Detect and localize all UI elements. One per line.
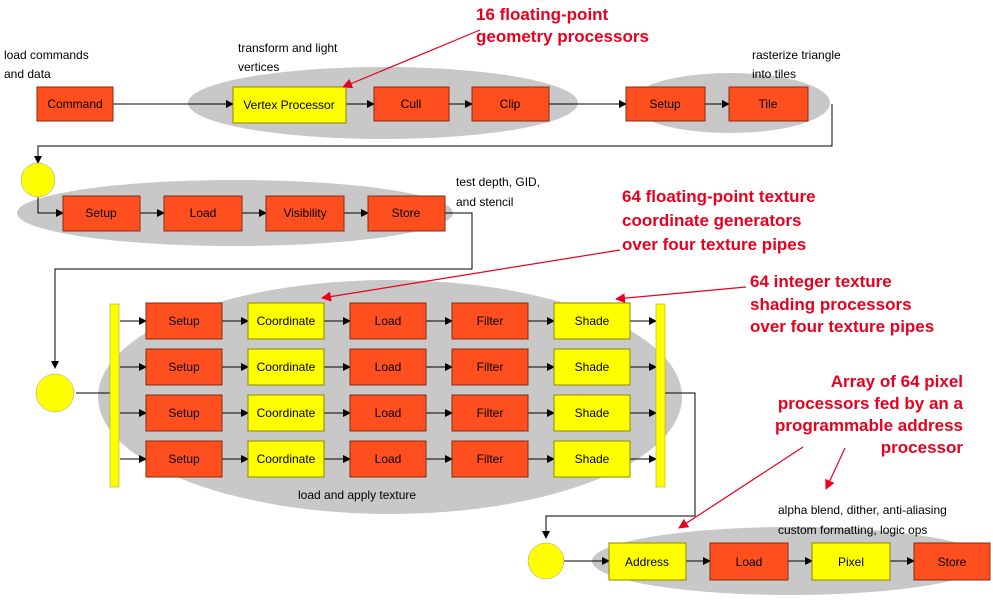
stage-pixel: Pixel: [811, 542, 891, 581]
texture-setup-label: Setup: [168, 452, 200, 466]
note-load-commands-1: load commands: [4, 48, 89, 62]
texture-coordinate-label: Coordinate: [257, 360, 316, 374]
stage-command: Command: [36, 86, 114, 122]
texture-shade-label: Shade: [575, 360, 610, 374]
texture-load-label: Load: [375, 406, 402, 420]
stage-load-visibility-label: Load: [190, 206, 217, 220]
callout-coordgen-3: over four texture pipes: [622, 235, 806, 254]
stage-vertex-processor: Vertex Processor: [232, 86, 347, 124]
callout-arrows: [321, 29, 846, 529]
note-test-depth-1: test depth, GID,: [456, 175, 540, 189]
texture-filter-label: Filter: [477, 314, 504, 328]
note-alpha-blend-2: custom formatting, logic ops: [778, 523, 927, 537]
stage-cull-label: Cull: [401, 97, 422, 111]
junction-circle-texture: [35, 373, 75, 413]
stage-store-pixel: Store: [913, 542, 991, 581]
stage-visibility-label: Visibility: [283, 206, 326, 220]
stage-command-label: Command: [47, 97, 102, 111]
callout-arrow-coordgen: [321, 249, 621, 302]
note-load-apply-texture: load and apply texture: [298, 488, 416, 502]
texture-load-label: Load: [375, 452, 402, 466]
texture-load-label: Load: [375, 360, 402, 374]
texture-setup-label: Setup: [168, 360, 200, 374]
callout-shading-2: shading processors: [750, 295, 912, 314]
junction-circle-visibility: [20, 162, 56, 198]
callout-arrow-pixel: [825, 447, 846, 490]
callout-coordgen-2: coordinate generators: [622, 211, 802, 230]
callout-geometry-1: 16 floating-point: [476, 5, 609, 24]
stage-clip-label: Clip: [500, 97, 521, 111]
callout-shading-3: over four texture pipes: [750, 317, 934, 336]
stage-address: Address: [608, 542, 687, 581]
callout-arrow-shading: [615, 286, 747, 304]
note-transform-1: transform and light: [238, 41, 338, 55]
texture-coordinate-label: Coordinate: [257, 406, 316, 420]
callout-geometry-2: geometry processors: [476, 27, 649, 46]
stage-pixel-label: Pixel: [838, 555, 864, 569]
note-rasterize-1: rasterize triangle: [752, 48, 841, 62]
connectors: [34, 100, 915, 565]
stage-store-pixel-label: Store: [938, 555, 967, 569]
stage-address-label: Address: [625, 555, 669, 569]
texture-row: Setup Coordinate Load Filter Shade: [145, 302, 631, 340]
callout-arrow-address: [678, 446, 804, 529]
note-load-commands-2: and data: [4, 67, 51, 81]
texture-fanin-bar: [655, 303, 666, 488]
texture-filter-label: Filter: [477, 360, 504, 374]
callout-pixel-array-1: Array of 64 pixel: [831, 372, 963, 391]
note-rasterize-2: into tiles: [752, 67, 796, 81]
callout-shading-1: 64 integer texture: [750, 272, 892, 291]
stage-visibility: Visibility: [265, 195, 345, 232]
texture-connectors: [120, 317, 657, 463]
callout-pixel-array-2: processors fed by an a: [778, 394, 964, 413]
junction-circle-pixel: [527, 542, 565, 580]
texture-shade-label: Shade: [575, 314, 610, 328]
texture-fanout-bar: [109, 303, 120, 488]
texture-row: Setup Coordinate Load Filter Shade: [145, 348, 631, 386]
texture-row: Setup Coordinate Load Filter Shade: [145, 394, 631, 432]
callout-pixel-array-4: processor: [881, 438, 964, 457]
stage-clip: Clip: [471, 86, 550, 122]
texture-row: Setup Coordinate Load Filter Shade: [145, 440, 631, 478]
texture-shade-label: Shade: [575, 452, 610, 466]
note-alpha-blend-1: alpha blend, dither, anti-aliasing: [778, 503, 947, 517]
stage-vertex-processor-label: Vertex Processor: [243, 98, 334, 112]
stage-cull: Cull: [373, 86, 450, 122]
stage-load-pixel: Load: [709, 542, 789, 581]
stage-tile-label: Tile: [759, 97, 778, 111]
texture-load-label: Load: [375, 314, 402, 328]
texture-setup-label: Setup: [168, 314, 200, 328]
note-test-depth-2: and stencil: [456, 195, 513, 209]
stage-store-visibility: Store: [367, 195, 446, 232]
stage-setup-visibility: Setup: [62, 195, 141, 232]
stage-load-visibility: Load: [163, 195, 243, 232]
texture-filter-label: Filter: [477, 406, 504, 420]
stage-setup-visibility-label: Setup: [85, 206, 117, 220]
texture-filter-label: Filter: [477, 452, 504, 466]
texture-coordinate-label: Coordinate: [257, 452, 316, 466]
callout-coordgen-1: 64 floating-point texture: [622, 187, 816, 206]
callout-arrow-geometry: [342, 29, 481, 89]
texture-setup-label: Setup: [168, 406, 200, 420]
stage-setup-raster-label: Setup: [649, 97, 681, 111]
stage-tile: Tile: [728, 86, 809, 122]
stage-setup-raster: Setup: [625, 86, 706, 122]
callout-pixel-array-3: programmable address: [775, 416, 963, 435]
stage-store-visibility-label: Store: [392, 206, 421, 220]
stage-load-pixel-label: Load: [736, 555, 763, 569]
texture-coordinate-label: Coordinate: [257, 314, 316, 328]
texture-shade-label: Shade: [575, 406, 610, 420]
note-transform-2: vertices: [238, 60, 279, 74]
